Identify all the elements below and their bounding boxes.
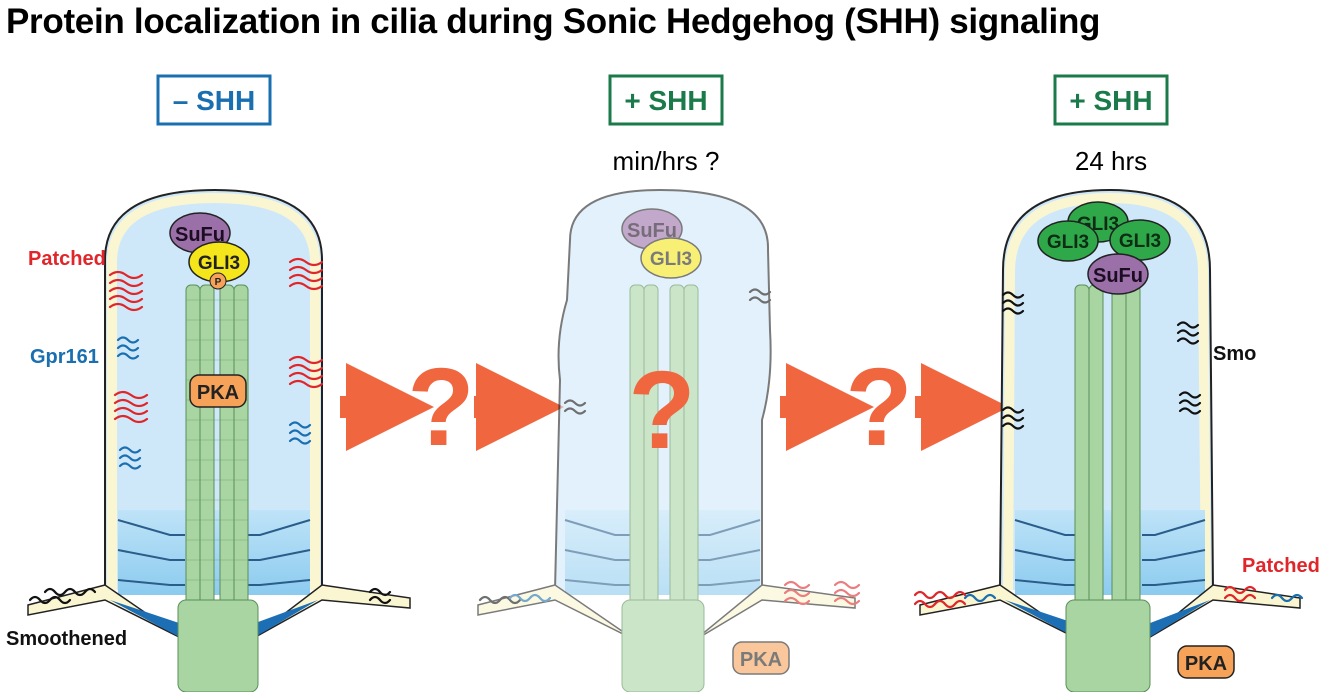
gpr161-receptor-icon — [508, 593, 552, 603]
smoothened-receptor-icon — [748, 288, 772, 304]
gpr161-receptor-icon — [1270, 593, 1304, 603]
smoothened-receptor-icon — [563, 399, 587, 415]
pka-label: PKA — [740, 649, 782, 671]
patched-receptor-icon — [108, 270, 144, 312]
smo-label: Smo — [1213, 343, 1256, 365]
transition-1: ? — [340, 346, 564, 469]
patched-receptor-icon — [113, 390, 149, 424]
question-mark-icon: ? — [845, 346, 912, 469]
cilium-panel-2: SuFu GLI3 PKA — [477, 188, 861, 692]
gpr161-receptor-icon — [118, 446, 142, 470]
smoothened-receptor-icon — [368, 587, 392, 605]
gli3-label: GLI3 — [650, 249, 692, 270]
question-mark-center-icon: ? — [628, 349, 695, 472]
condition-label-minus-shh: – SHH — [173, 85, 255, 116]
gpr161-label: Gpr161 — [30, 346, 99, 368]
figure-title: Protein localization in cilia during Son… — [6, 2, 1101, 41]
gli3-label: GLI3 — [198, 253, 240, 274]
smoothened-receptor-icon — [478, 595, 522, 605]
patched-receptor-icon — [288, 257, 324, 291]
cilium-panel-3: GLI3 GLI3 GLI3 SuFu PKA Smo Patched — [913, 188, 1320, 692]
smoothened-receptor-icon — [1001, 406, 1025, 430]
gli3-label: GLI3 — [1047, 232, 1089, 253]
gli3-label: GLI3 — [1119, 231, 1161, 252]
pka-label: PKA — [197, 382, 239, 404]
panel-1-condition: – SHH — [156, 74, 272, 126]
gpr161-receptor-icon — [288, 421, 312, 445]
timepoint-label-early: min/hrs ? — [613, 146, 720, 176]
patched-receptor-icon — [833, 580, 861, 606]
panel-2-condition: + SHH — [608, 74, 724, 126]
patched-receptor-icon — [913, 590, 967, 609]
timepoint-label-late: 24 hrs — [1075, 146, 1147, 176]
pka-protein — [189, 374, 247, 408]
condition-label-plus-shh-early: + SHH — [624, 85, 707, 116]
patched-receptor-icon — [288, 355, 324, 389]
smoothened-receptor-icon — [28, 587, 97, 605]
sufu-label: SuFu — [627, 220, 677, 242]
smoothened-receptor-icon — [1001, 291, 1025, 315]
pka-label: PKA — [1185, 653, 1227, 675]
patched-receptor-icon — [1223, 585, 1257, 603]
patched-label-right: Patched — [1242, 555, 1320, 577]
pka-protein — [1177, 645, 1235, 679]
smoothened-receptor-icon — [1178, 391, 1202, 415]
panel-3-condition: + SHH — [1053, 74, 1169, 126]
sufu-protein — [1087, 253, 1149, 295]
transition-2: ? — [780, 346, 1009, 469]
sufu-label: SuFu — [1093, 265, 1143, 287]
patched-receptor-icon — [783, 580, 811, 606]
sufu-label: SuFu — [175, 224, 225, 246]
question-mark-icon: ? — [407, 346, 474, 469]
condition-label-plus-shh-late: + SHH — [1069, 85, 1152, 116]
patched-label: Patched — [28, 248, 106, 270]
gpr161-receptor-icon — [963, 593, 997, 603]
phosphate-icon — [209, 272, 227, 290]
smoothened-receptor-icon — [1176, 321, 1200, 345]
smoothened-label: Smoothened — [6, 628, 127, 650]
gpr161-receptor-icon — [116, 336, 140, 360]
gli3-active-protein — [1037, 220, 1099, 262]
cilium-panel-1: SuFu GLI3 P PKA Patched Gpr161 Smoothene… — [6, 188, 411, 692]
phospho-label: P — [215, 277, 222, 288]
